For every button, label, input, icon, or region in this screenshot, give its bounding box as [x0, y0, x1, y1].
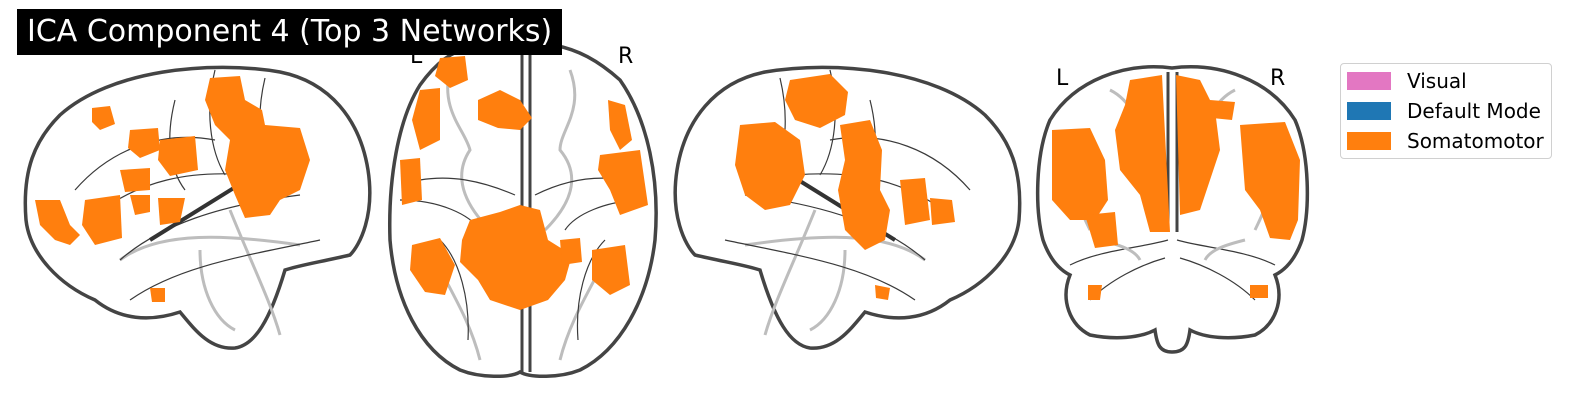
legend-item-default-mode: Default Mode: [1347, 99, 1541, 123]
legend-label-default-mode: Default Mode: [1407, 99, 1541, 123]
legend-swatch-visual: [1347, 72, 1391, 90]
axial-sulcus: [399, 177, 646, 341]
axial-left-label: L: [410, 44, 423, 69]
coronal-cerebellum-lines: [1069, 239, 1276, 301]
sagittal-right-view: [673, 65, 1022, 350]
legend-item-somatomotor: Somatomotor: [1347, 129, 1544, 153]
sagittal-left-overlay: [35, 76, 310, 302]
coronal-outline: [1035, 65, 1310, 354]
legend-label-visual: Visual: [1407, 69, 1467, 93]
coronal-left-label: L: [1056, 66, 1069, 91]
axial-ghost: [428, 69, 612, 361]
legend-swatch-default-mode: [1347, 102, 1391, 120]
sagittal-right-overlay: [735, 74, 955, 300]
axial-overlay: [400, 56, 648, 310]
axial-view: [388, 40, 658, 378]
legend-swatch-somatomotor: [1347, 132, 1391, 150]
legend-label-somatomotor: Somatomotor: [1407, 129, 1544, 153]
legend: Visual Default Mode Somatomotor: [1340, 63, 1552, 159]
sagittal-right-ghost: [744, 209, 926, 336]
figure-title: ICA Component 4 (Top 3 Networks): [17, 9, 563, 55]
coronal-overlay: [1052, 75, 1300, 300]
coronal-view: [1035, 65, 1310, 354]
sagittal-left-view: [23, 65, 372, 350]
sagittal-left-ghost-1: [119, 209, 301, 336]
legend-item-visual: Visual: [1347, 69, 1467, 93]
axial-right-label: R: [618, 44, 634, 69]
sagittal-left-outline: [23, 65, 372, 350]
coronal-right-label: R: [1270, 66, 1286, 91]
